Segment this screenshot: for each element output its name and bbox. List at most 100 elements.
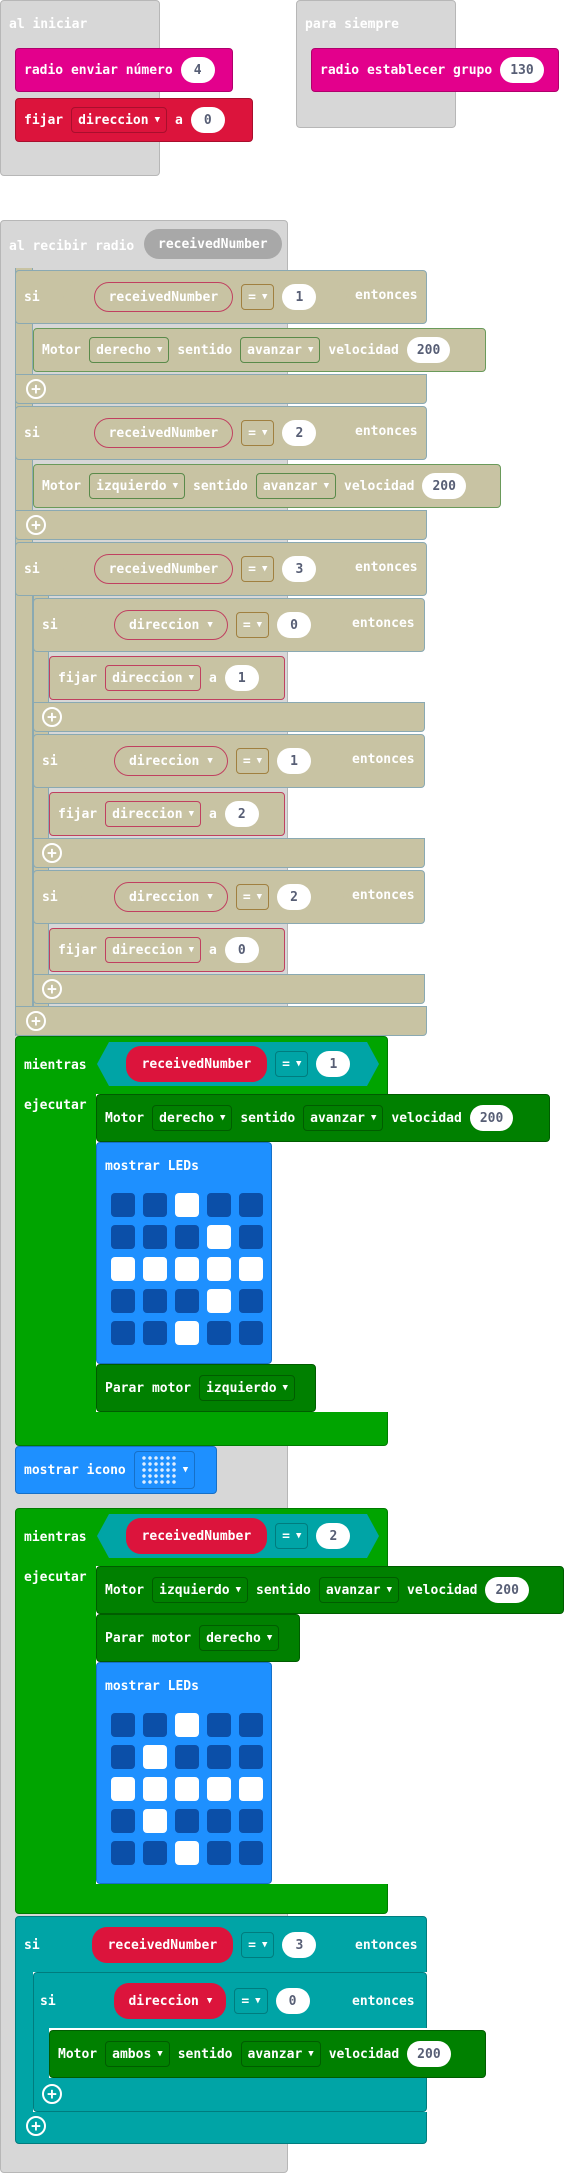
compare-value[interactable]: 1	[277, 748, 311, 774]
stop-motor-block[interactable]: Parar motor derecho▼	[96, 1614, 300, 1662]
led-r3-c3[interactable]	[207, 1289, 231, 1313]
motor-block[interactable]: Motor izquierdo▼ sentido avanzar▼ veloci…	[96, 1566, 564, 1614]
direction-dropdown[interactable]: avanzar▼	[255, 473, 337, 499]
icon-dropdown[interactable]: ▼	[133, 1451, 196, 1489]
led-r0-c3[interactable]	[207, 1713, 231, 1737]
led-r3-c1[interactable]	[143, 1289, 167, 1313]
led-r2-c4[interactable]	[239, 1257, 263, 1281]
show-leds-block-1[interactable]: mostrar LEDs	[96, 1142, 272, 1364]
direction-dropdown[interactable]: avanzar▼	[303, 1105, 384, 1131]
nested-compare-3[interactable]: direccion▼ =▼ 2	[81, 878, 344, 916]
led-r4-c4[interactable]	[239, 1321, 263, 1345]
motor-dropdown[interactable]: izquierdo▼	[199, 1375, 295, 1401]
add-else-icon[interactable]: +	[42, 707, 62, 727]
led-r4-c1[interactable]	[143, 1841, 167, 1865]
led-r0-c0[interactable]	[111, 1713, 135, 1737]
direccion-var[interactable]: direccion▼	[114, 610, 228, 640]
led-r0-c2[interactable]	[175, 1713, 199, 1737]
led-r1-c4[interactable]	[239, 1225, 263, 1249]
direction-dropdown[interactable]: avanzar▼	[318, 1577, 400, 1603]
operator-dropdown[interactable]: =▼	[234, 1988, 267, 2014]
operator-dropdown[interactable]: =▼	[241, 556, 274, 582]
operator-dropdown[interactable]: =▼	[241, 284, 274, 310]
set-value[interactable]: 0	[224, 937, 259, 963]
led-r2-c2[interactable]	[175, 1777, 199, 1801]
variable-dropdown[interactable]: direccion▼	[105, 801, 202, 827]
led-r0-c4[interactable]	[239, 1193, 263, 1217]
led-r1-c1[interactable]	[143, 1225, 167, 1249]
motor-block[interactable]: Motor ambos▼ sentido avanzar▼ velocidad …	[49, 2030, 486, 2078]
led-r1-c3[interactable]	[207, 1225, 231, 1249]
led-grid-1[interactable]	[111, 1193, 263, 1345]
nested-compare-1[interactable]: direccion▼ =▼ 0	[81, 606, 344, 644]
motor-block[interactable]: Motor izquierdo▼ sentido avanzar▼ veloci…	[33, 464, 501, 508]
received-number-var[interactable]: receivedNumber	[126, 1518, 268, 1554]
while-1-condition[interactable]: receivedNumber =▼ 1	[97, 1042, 379, 1086]
led-r4-c4[interactable]	[239, 1841, 263, 1865]
speed-value[interactable]: 200	[406, 337, 451, 363]
show-leds-block-2[interactable]: mostrar LEDs	[96, 1662, 272, 1884]
led-r3-c1[interactable]	[143, 1809, 167, 1833]
variable-dropdown[interactable]: direccion▼	[71, 107, 168, 133]
compare-value[interactable]: 2	[277, 884, 311, 910]
radio-send-number-block[interactable]: radio enviar número 4	[15, 48, 233, 92]
received-number-var[interactable]: receivedNumber	[94, 282, 234, 312]
led-r1-c2[interactable]	[175, 1745, 199, 1769]
led-r0-c1[interactable]	[143, 1193, 167, 1217]
led-r4-c2[interactable]	[175, 1841, 199, 1865]
operator-dropdown[interactable]: =▼	[241, 420, 274, 446]
set-value[interactable]: 1	[224, 665, 259, 691]
direccion-var[interactable]: direccion▼	[114, 882, 228, 912]
led-r4-c3[interactable]	[207, 1321, 231, 1345]
operator-dropdown[interactable]: =▼	[236, 884, 269, 910]
add-else-icon[interactable]: +	[26, 515, 46, 535]
led-grid-2[interactable]	[111, 1713, 263, 1865]
variable-dropdown[interactable]: direccion▼	[105, 937, 202, 963]
led-r3-c4[interactable]	[239, 1809, 263, 1833]
led-r0-c1[interactable]	[143, 1713, 167, 1737]
compare-value[interactable]: 2	[316, 1523, 350, 1549]
led-r2-c1[interactable]	[143, 1257, 167, 1281]
operator-dropdown[interactable]: =▼	[275, 1051, 308, 1077]
led-r3-c3[interactable]	[207, 1809, 231, 1833]
show-icon-block[interactable]: mostrar icono ▼	[15, 1446, 217, 1494]
led-r2-c1[interactable]	[143, 1777, 167, 1801]
nested-compare-2[interactable]: direccion▼ =▼ 1	[81, 742, 344, 780]
led-r2-c0[interactable]	[111, 1257, 135, 1281]
led-r2-c4[interactable]	[239, 1777, 263, 1801]
add-else-icon[interactable]: +	[42, 2084, 62, 2104]
speed-value[interactable]: 200	[485, 1577, 529, 1603]
led-r4-c0[interactable]	[111, 1321, 135, 1345]
set-direccion-block[interactable]: fijar direccion▼ a 0	[15, 98, 253, 142]
motor-dropdown[interactable]: derecho▼	[199, 1625, 280, 1651]
operator-dropdown[interactable]: =▼	[275, 1523, 308, 1549]
while-2-condition[interactable]: receivedNumber =▼ 2	[97, 1514, 379, 1558]
led-r4-c1[interactable]	[143, 1321, 167, 1345]
motor-dropdown[interactable]: derecho▼	[152, 1105, 233, 1131]
compare-value[interactable]: 2	[282, 420, 316, 446]
speed-value[interactable]: 200	[422, 473, 466, 499]
led-r0-c2[interactable]	[175, 1193, 199, 1217]
set-direccion-block[interactable]: fijar direccion▼ a 0	[49, 928, 285, 972]
led-r1-c3[interactable]	[207, 1745, 231, 1769]
compare-value[interactable]: 3	[282, 556, 316, 582]
led-r3-c0[interactable]	[111, 1809, 135, 1833]
led-r1-c0[interactable]	[111, 1745, 135, 1769]
add-else-icon[interactable]: +	[42, 979, 62, 999]
direccion-var[interactable]: direccion▼	[114, 746, 228, 776]
led-r2-c2[interactable]	[175, 1257, 199, 1281]
led-r0-c3[interactable]	[207, 1193, 231, 1217]
add-else-icon[interactable]: +	[26, 1011, 46, 1031]
compare-value[interactable]: 1	[282, 284, 316, 310]
radio-group-value[interactable]: 130	[500, 57, 544, 83]
compare-value[interactable]: 1	[316, 1051, 350, 1077]
received-number-var[interactable]: receivedNumber	[94, 554, 234, 584]
set-direccion-block[interactable]: fijar direccion▼ a 1	[49, 656, 285, 700]
motor-dropdown[interactable]: derecho▼	[89, 337, 170, 363]
compare-2[interactable]: receivedNumber =▼ 2	[63, 414, 347, 452]
led-r3-c2[interactable]	[175, 1289, 199, 1313]
motor-block[interactable]: Motor derecho▼ sentido avanzar▼ velocida…	[96, 1094, 550, 1142]
motor-block[interactable]: Motor derecho▼ sentido avanzar▼ velocida…	[33, 328, 486, 372]
set-value[interactable]: 0	[190, 107, 225, 133]
led-r0-c4[interactable]	[239, 1713, 263, 1737]
